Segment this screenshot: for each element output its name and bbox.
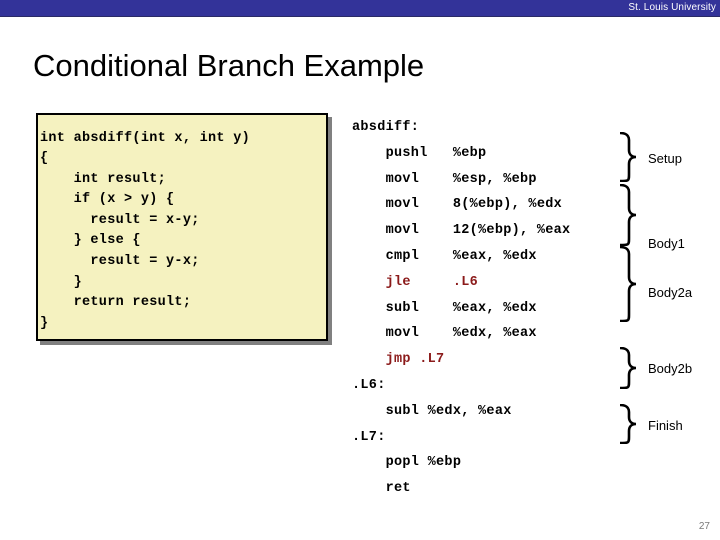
c-code-box bbox=[36, 113, 328, 341]
institution-name: St. Louis University bbox=[628, 2, 716, 13]
annotation-label: Finish bbox=[648, 418, 683, 433]
page-number: 27 bbox=[698, 521, 710, 532]
c-source-code: int absdiff(int x, int y) { int result; … bbox=[40, 130, 251, 331]
annotation-label: Body2b bbox=[648, 361, 693, 376]
assembly-line: pushl %ebp bbox=[352, 145, 487, 161]
assembly-line: jle .L6 bbox=[352, 274, 479, 290]
assembly-line: .L6: bbox=[352, 377, 386, 393]
page-title: Conditional Branch Example bbox=[33, 48, 425, 83]
curly-brace-icon bbox=[619, 132, 637, 182]
curly-brace-icon bbox=[619, 347, 637, 389]
assembly-line: movl 8(%ebp), %edx bbox=[352, 197, 563, 213]
curly-brace-icon bbox=[619, 246, 637, 322]
annotation-label: Body2a bbox=[648, 285, 693, 300]
top-banner bbox=[0, 0, 720, 16]
assembly-line: jmp .L7 bbox=[352, 352, 445, 368]
assembly-line: popl %ebp bbox=[352, 455, 462, 471]
assembly-line: movl %edx, %eax bbox=[352, 326, 537, 342]
assembly-line: subl %edx, %eax bbox=[352, 403, 512, 419]
annotation-label: Setup bbox=[648, 151, 682, 166]
assembly-line: ret bbox=[352, 481, 411, 497]
assembly-source-code: absdiff: pushl %ebp movl %esp, %ebp movl… bbox=[352, 115, 570, 502]
assembly-line: movl %esp, %ebp bbox=[352, 171, 537, 187]
assembly-line: cmpl %eax, %edx bbox=[352, 248, 537, 264]
assembly-line: movl 12(%ebp), %eax bbox=[352, 223, 571, 239]
assembly-line: .L7: bbox=[352, 429, 386, 445]
assembly-line: subl %eax, %edx bbox=[352, 300, 537, 316]
curly-brace-icon bbox=[619, 404, 637, 444]
curly-brace-icon bbox=[619, 184, 637, 246]
annotation-label: Body1 bbox=[648, 236, 685, 251]
assembly-line: absdiff: bbox=[352, 120, 420, 135]
banner-rule bbox=[0, 16, 720, 17]
